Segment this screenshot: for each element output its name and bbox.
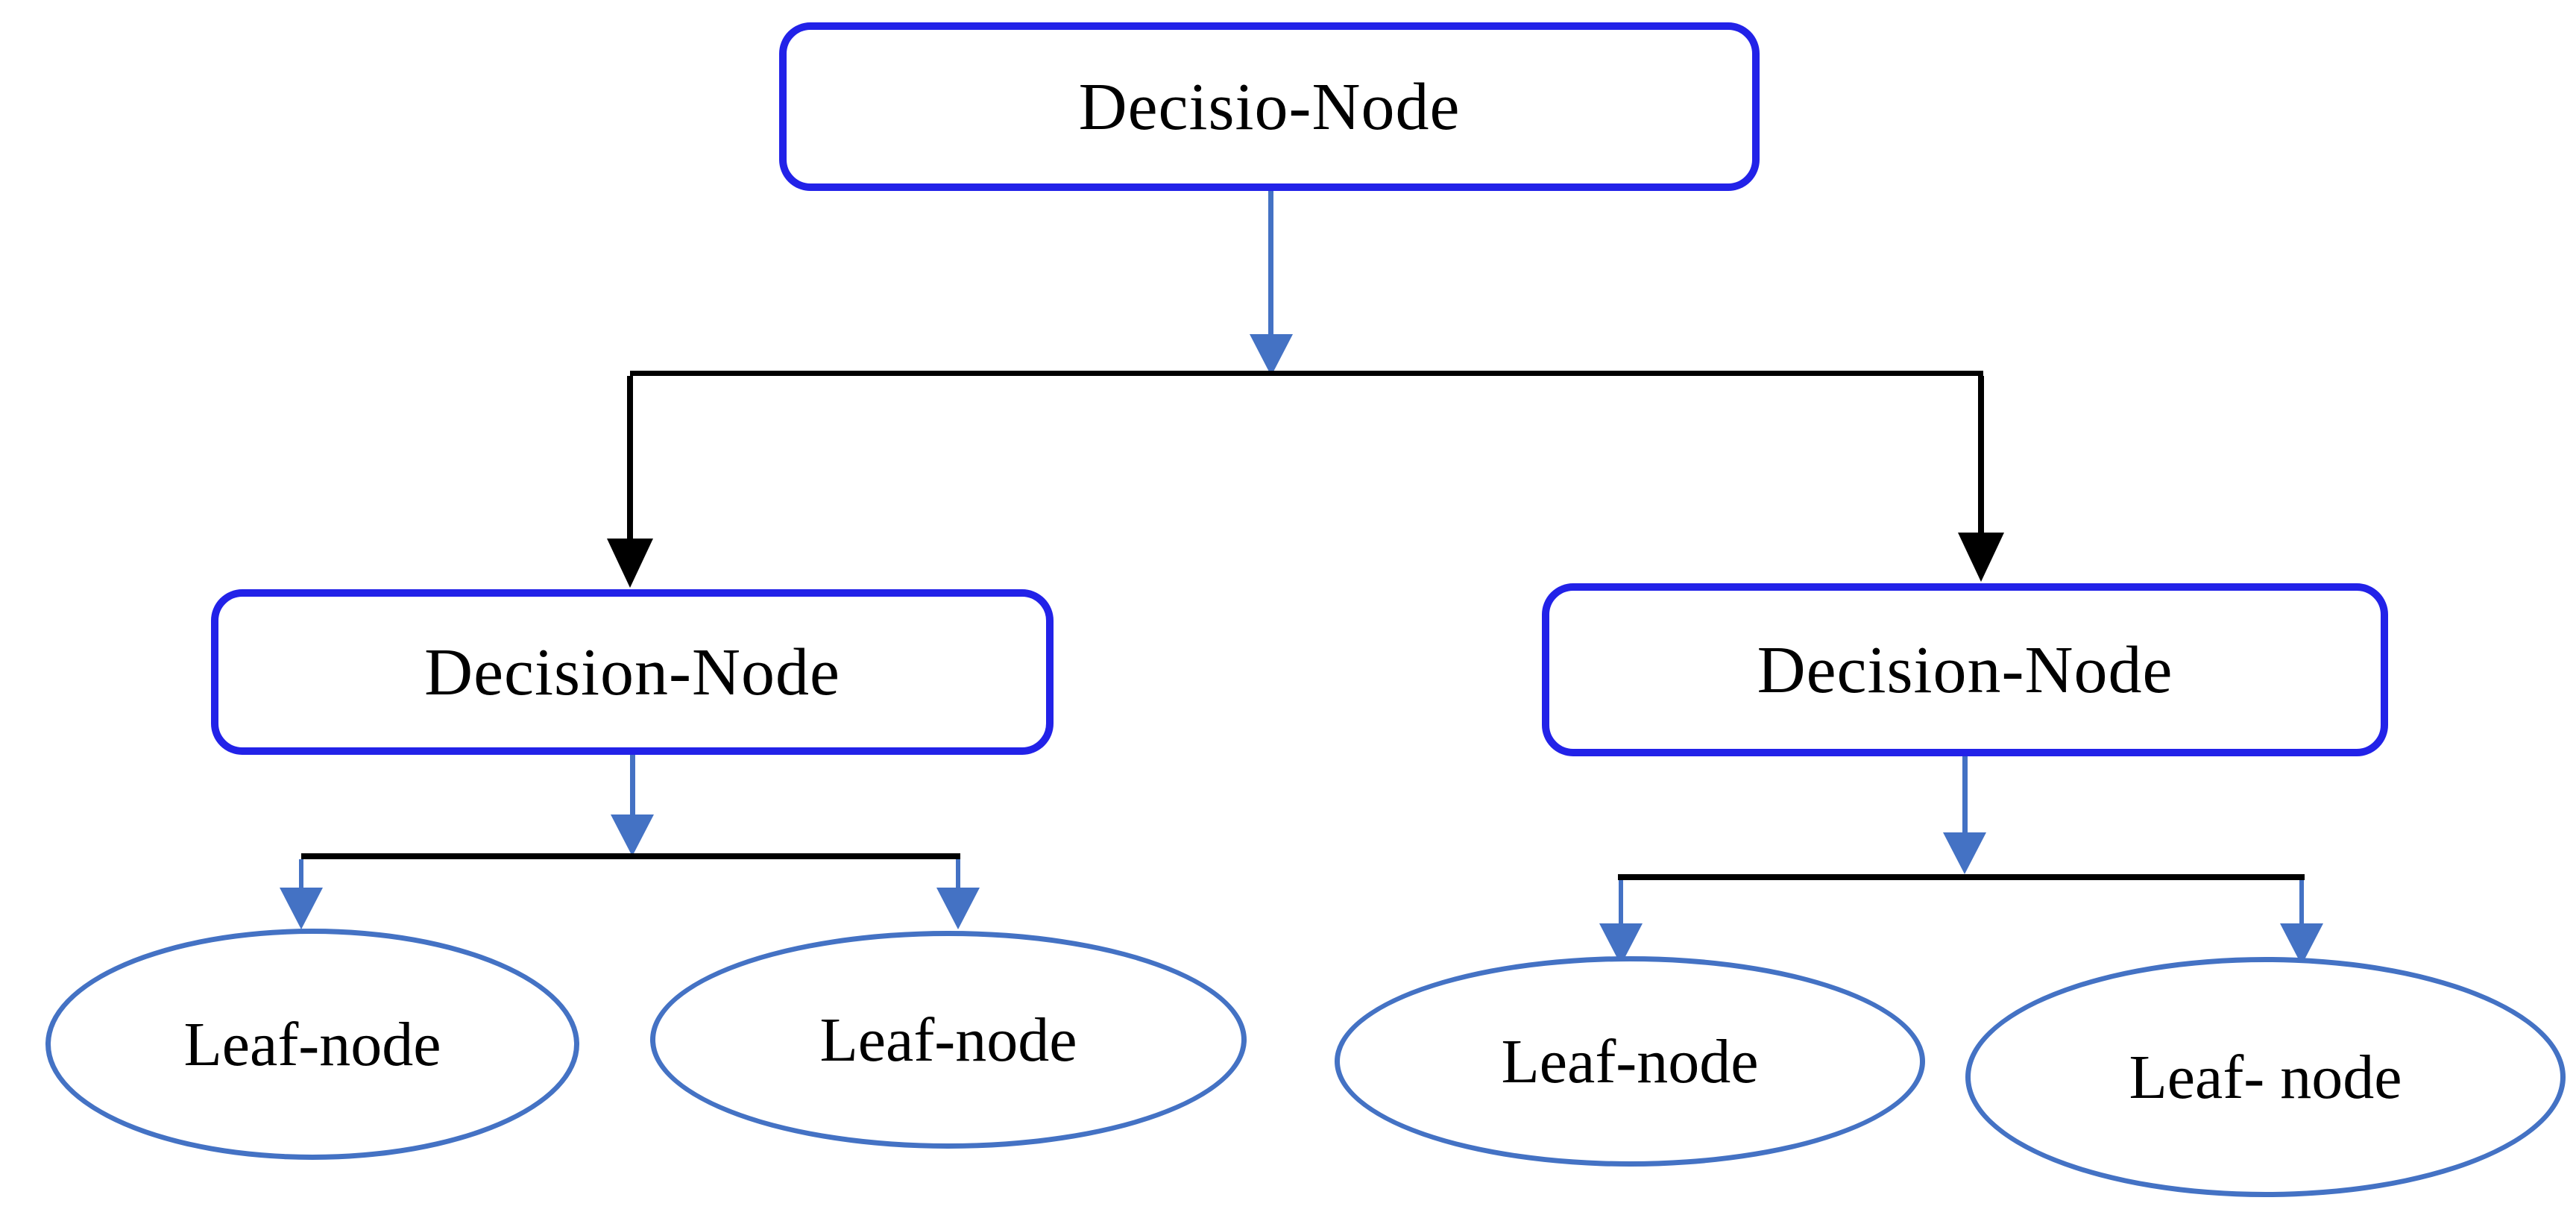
left-branch-horizontal-bar xyxy=(301,853,960,859)
right-decision-node-label: Decision-Node xyxy=(1757,633,2173,707)
leaf-node-1-label: Leaf-node xyxy=(183,1009,441,1079)
root-decision-node: Decisio-Node xyxy=(779,22,1760,191)
leaf1-arrow-head-icon xyxy=(280,888,323,929)
leaf-node-4-label: Leaf- node xyxy=(2129,1042,2402,1112)
leaf1-drop-stem xyxy=(299,859,303,891)
right-branch-arrow-stem xyxy=(1962,756,1968,834)
leaf3-drop-stem xyxy=(1619,880,1623,926)
level1-connector-horizontal xyxy=(630,371,1983,376)
level1-connector-left-stem xyxy=(627,376,633,539)
leaf4-drop-stem xyxy=(2299,880,2304,926)
left-decision-node: Decision-Node xyxy=(211,589,1054,755)
root-arrow-head-icon xyxy=(1250,334,1293,376)
leaf-node-2: Leaf-node xyxy=(650,931,1247,1149)
left-branch-arrow-stem xyxy=(630,755,635,818)
left-decision-node-label: Decision-Node xyxy=(424,635,840,709)
left-branch-arrow-head-icon xyxy=(611,814,654,856)
right-branch-horizontal-bar xyxy=(1618,874,2305,880)
right-decision-node: Decision-Node xyxy=(1542,583,2388,756)
leaf2-drop-stem xyxy=(956,859,960,891)
leaf-node-4: Leaf- node xyxy=(1965,957,2566,1197)
root-arrow-stem xyxy=(1268,191,1273,334)
leaf-node-3-label: Leaf-node xyxy=(1501,1026,1759,1096)
level1-connector-right-stem xyxy=(1978,376,1984,533)
root-decision-node-label: Decisio-Node xyxy=(1078,69,1461,144)
level1-right-arrow-head-icon xyxy=(1958,533,2004,582)
level1-left-arrow-head-icon xyxy=(607,539,653,588)
leaf-node-1: Leaf-node xyxy=(45,929,579,1160)
right-branch-arrow-head-icon xyxy=(1943,832,1986,874)
leaf-node-2-label: Leaf-node xyxy=(819,1005,1077,1075)
leaf-node-3: Leaf-node xyxy=(1335,956,1925,1167)
leaf2-arrow-head-icon xyxy=(936,888,980,929)
